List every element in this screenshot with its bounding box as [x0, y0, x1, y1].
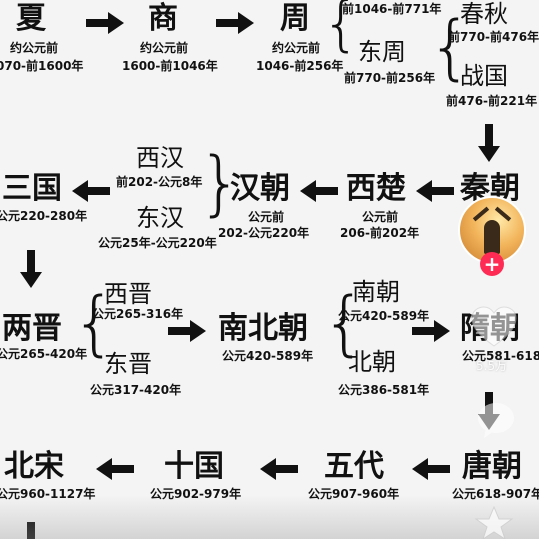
- zhou-years: 1046-前256年: [256, 59, 344, 73]
- donghan-years: 公元25年-公元220年: [98, 236, 217, 250]
- xia-note: 约公元前: [10, 41, 59, 55]
- brace-icon: {: [322, 0, 361, 59]
- dynasty-shiguo: 十国: [164, 449, 224, 484]
- shang-note: 约公元前: [140, 41, 189, 55]
- brace-icon: {: [72, 282, 117, 364]
- liangjin-years: 公元265-420年: [0, 347, 88, 361]
- dynasty-han: 汉朝: [230, 171, 290, 206]
- period-zhanguo: 战国: [460, 62, 508, 90]
- dynasty-xijin: 西晋: [104, 280, 152, 308]
- brace-icon: {: [322, 282, 367, 364]
- han-note: 公元前: [248, 210, 285, 224]
- dynasty-wudai: 五代: [324, 449, 384, 484]
- beichao-years: 公元386-581年: [338, 383, 430, 397]
- arrow-right-icon: [168, 320, 206, 342]
- arrow-left-icon: [300, 180, 338, 202]
- xihan-years: 前202-公元8年: [116, 175, 203, 189]
- arrow-left-icon: [412, 458, 450, 480]
- dynasty-beisong: 北宋: [4, 449, 64, 484]
- like-count: 5.5万: [476, 359, 508, 373]
- xichu-years: 206-前202年: [340, 226, 420, 240]
- dynasty-beichao: 北朝: [348, 348, 396, 376]
- period-chunqiu: 春秋: [460, 0, 508, 28]
- xichu-note: 公元前: [362, 210, 399, 224]
- dynasty-zhou: 周: [280, 1, 310, 36]
- arrow-right-icon: [216, 12, 254, 34]
- dynasty-nanbeichao: 南北朝: [218, 311, 308, 346]
- dynasty-nanchao: 南朝: [352, 278, 400, 306]
- nanbeichao-years: 公元420-589年: [222, 349, 314, 363]
- shang-years: 1600-前1046年: [122, 59, 218, 73]
- dynasty-sanguo: 三国: [2, 171, 62, 206]
- tang-years: 公元618-907年: [452, 487, 539, 501]
- brace-icon: {: [428, 6, 473, 88]
- dynasty-xichu: 西楚: [346, 171, 406, 206]
- wudai-years: 公元907-960年: [308, 487, 400, 501]
- dynasty-xia: 夏: [16, 1, 46, 36]
- arrow-down-icon: [478, 124, 500, 162]
- arrow-right-icon: [86, 12, 124, 34]
- arrow-left-icon: [260, 458, 298, 480]
- follow-button[interactable]: +: [480, 252, 504, 276]
- like-heart-icon[interactable]: [470, 306, 518, 348]
- arrow-down-icon: [27, 522, 35, 539]
- dynasty-shang: 商: [148, 1, 178, 36]
- dynasty-liangjin: 两晋: [2, 311, 62, 346]
- arrow-down-icon: [20, 250, 42, 288]
- shiguo-years: 公元902-979年: [150, 487, 242, 501]
- han-years: 202-公元220年: [218, 226, 310, 240]
- nanchao-years: 公元420-589年: [338, 309, 430, 323]
- favorite-star-icon[interactable]: [474, 506, 514, 539]
- sanguo-years: 公元220-280年: [0, 209, 88, 223]
- dynasty-xihan: 西汉: [136, 144, 184, 172]
- dynasty-donghan: 东汉: [136, 204, 184, 232]
- dynasty-tang: 唐朝: [462, 449, 522, 484]
- arrow-left-icon: [72, 180, 110, 202]
- chunqiu-years: 前770-前476年: [448, 30, 539, 44]
- zhou-note: 约公元前: [272, 41, 321, 55]
- brace-right-icon: }: [198, 142, 243, 224]
- xizhou-years: 前1046-前771年: [342, 2, 442, 16]
- comment-icon[interactable]: [476, 400, 516, 440]
- dynasty-dongzhou: 东周: [358, 38, 406, 66]
- arrow-right-icon: [412, 320, 450, 342]
- arrow-left-icon: [416, 180, 454, 202]
- sui-years: 公元581-618年: [462, 349, 539, 363]
- bottom-fade: [0, 495, 539, 539]
- xijin-years: 公元265-316年: [92, 307, 184, 321]
- dynasty-dongjin: 东晋: [104, 350, 152, 378]
- zhanguo-years: 前476-前221年: [446, 94, 538, 108]
- dongjin-years: 公元317-420年: [90, 383, 182, 397]
- beisong-years: 公元960-1127年: [0, 487, 96, 501]
- arrow-left-icon: [96, 458, 134, 480]
- dongzhou-years: 前770-前256年: [344, 71, 436, 85]
- xia-years: 070-前1600年: [0, 59, 84, 73]
